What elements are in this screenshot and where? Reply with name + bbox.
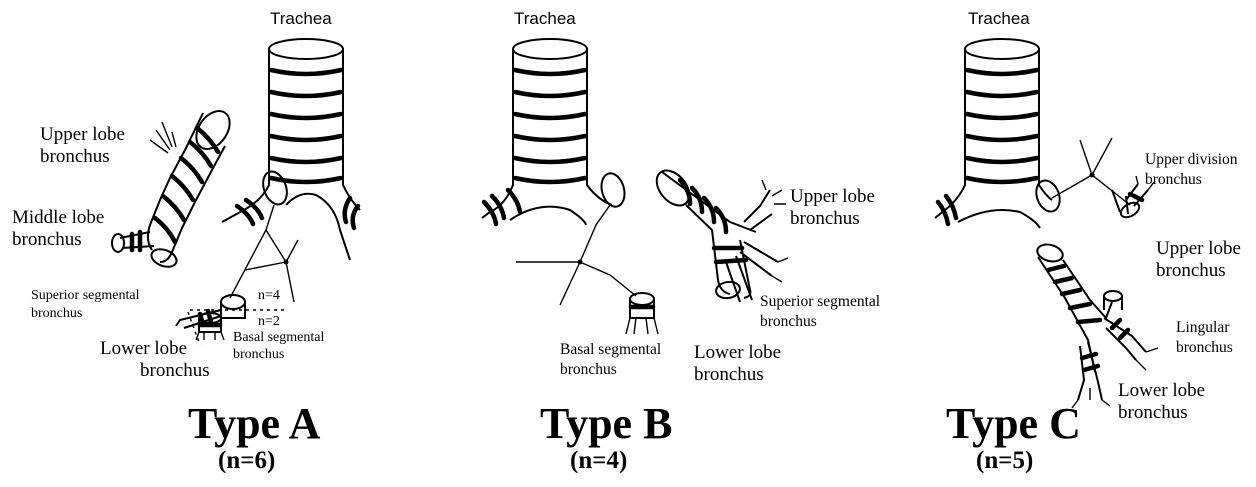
panel-c-trachea-label: Trachea: [968, 9, 1030, 29]
panel-b-title: Type B: [540, 398, 672, 449]
panel-b-superior-segmental-label: Superior segmental bronchus: [760, 292, 880, 332]
panel-c-upper-division-line2: bronchus: [1145, 170, 1238, 190]
panel-c-lingular-label: Lingular bronchus: [1176, 318, 1233, 358]
panel-a-middle-lobe-line1: Middle lobe: [12, 207, 104, 229]
panel-b-basal-segmental-line2: bronchus: [560, 360, 661, 380]
panel-b-basal-segmental-label: Basal segmental bronchus: [560, 340, 661, 380]
panel-b-basal-segmental-line1: Basal segmental: [560, 340, 661, 360]
panel-c-upper-lobe-line2: bronchus: [1156, 260, 1241, 282]
panel-a-upper-lobe-line1: Upper lobe: [40, 124, 125, 146]
panel-a-trachea: [222, 39, 360, 260]
panel-a-lower-lobe-label: Lower lobe bronchus: [100, 338, 210, 382]
panel-c-lingular-line2: bronchus: [1176, 338, 1233, 358]
panel-a-upper-lobe-line2: bronchus: [40, 146, 125, 168]
panel-b-upper-lobe-line1: Upper lobe: [790, 186, 875, 208]
panel-a-superior-segmental-line2: bronchus: [31, 305, 139, 323]
panel-c-upper-division: [1052, 138, 1154, 220]
panel-a-lower-lobe-line2: bronchus: [100, 360, 210, 382]
panel-c-trachea: [935, 39, 1064, 228]
panel-c-drawing: [935, 39, 1158, 408]
panel-b-lower-lobe-line2: bronchus: [694, 364, 781, 386]
panel-c-lower-lobe-line2: bronchus: [1118, 402, 1205, 424]
panel-c-title: Type C: [946, 398, 1081, 449]
panel-a-superior-segmental-line1: Superior segmental: [31, 287, 139, 305]
panel-a-drawing: [112, 39, 360, 345]
panel-b-segmental: [516, 205, 658, 334]
panel-a-middle-lobe-line2: bronchus: [12, 229, 104, 251]
panel-c-upper-lobe-line1: Upper lobe: [1156, 238, 1241, 260]
panel-a-basal-segmental-label: Basal segmental bronchus: [233, 330, 324, 364]
panel-b-upper-lobe-line2: bronchus: [790, 208, 875, 230]
panel-a-title: Type A: [188, 398, 320, 449]
panel-a-lower-lobe-line1: Lower lobe: [100, 338, 210, 360]
panel-b-lower-lobe-label: Lower lobe bronchus: [694, 342, 781, 386]
panel-c-lower-lobe-line1: Lower lobe: [1118, 380, 1205, 402]
panel-b-trachea: [482, 39, 628, 225]
panel-a-middle-lobe-label: Middle lobe bronchus: [12, 207, 104, 251]
panel-b-trachea-label: Trachea: [514, 9, 576, 29]
panel-a-basal-segmental-line1: Basal segmental: [233, 330, 324, 347]
panel-a-upper-lobe-label: Upper lobe bronchus: [40, 124, 125, 168]
panel-b-upper-lobe-label: Upper lobe bronchus: [790, 186, 875, 230]
panel-c-n: (n=5): [976, 447, 1033, 475]
panel-a-n4-label: n=4: [258, 288, 280, 304]
panel-a-n2-label: n=2: [258, 314, 280, 330]
panel-c-lingular-line1: Lingular: [1176, 318, 1233, 338]
panel-c-lower-lobe-label: Lower lobe bronchus: [1118, 380, 1205, 424]
panel-a-superior-segmental-label: Superior segmental bronchus: [31, 287, 139, 322]
panel-a-n: (n=6): [218, 447, 275, 475]
panel-c-upper-lobe-label: Upper lobe bronchus: [1156, 238, 1241, 282]
panel-b-superior-segmental-line2: bronchus: [760, 312, 880, 332]
panel-c-upper-division-label: Upper division bronchus: [1145, 150, 1238, 190]
panel-b-lower-lobe-line1: Lower lobe: [694, 342, 781, 364]
panel-a-basal-segmental-line2: bronchus: [233, 347, 324, 364]
panel-a-right-bronchus: [112, 105, 237, 270]
panel-a-trachea-label: Trachea: [270, 9, 332, 29]
panel-c-upper-division-line1: Upper division: [1145, 150, 1238, 170]
panel-b-left-bronchus: [650, 164, 788, 302]
panel-b-superior-segmental-line1: Superior segmental: [760, 292, 880, 312]
panel-b-n: (n=4): [570, 447, 627, 475]
panel-b-drawing: [482, 39, 788, 334]
